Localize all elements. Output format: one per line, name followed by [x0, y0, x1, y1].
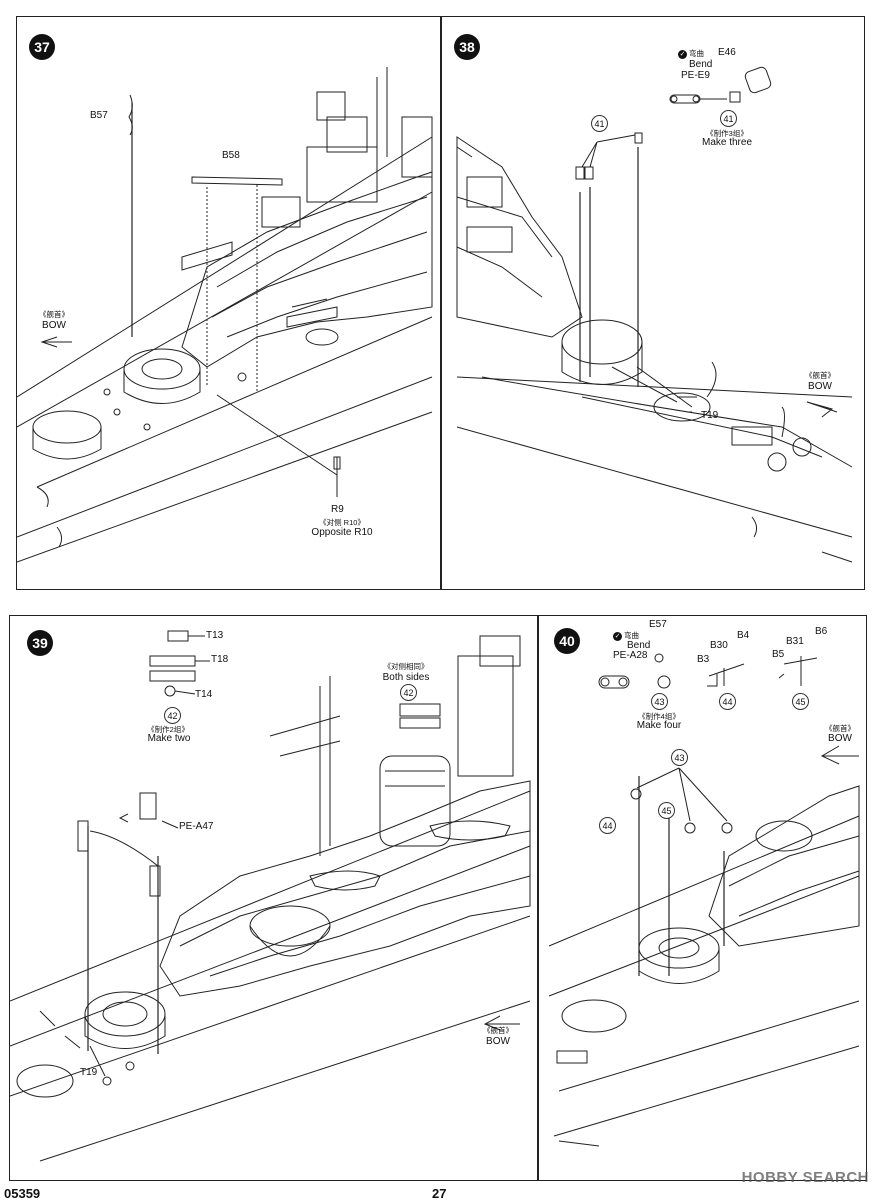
- bend-label-cn: ✓弯曲: [613, 631, 639, 641]
- step-40-panel: 40 ✓弯曲 Bend E57 PE-A28 43 《制作4组》 Make fo…: [538, 615, 867, 1181]
- part-label-b4: B4: [737, 630, 750, 641]
- bend-label-cn: ✓弯曲: [678, 49, 704, 59]
- sub-assembly-45: 45: [792, 693, 809, 710]
- callout-41: 41: [591, 115, 608, 132]
- watermark: HOBBY SEARCH: [741, 1169, 869, 1186]
- bow-label: BOW: [486, 1036, 510, 1047]
- part-label-e46: E46: [718, 47, 736, 58]
- page-number: 27: [432, 1186, 447, 1201]
- part-label-b6: B6: [815, 626, 828, 637]
- callout-45: 45: [658, 802, 675, 819]
- part-label-t18: T18: [211, 654, 229, 665]
- both-sides-label: Both sides: [382, 672, 430, 683]
- part-label-r9: R9: [331, 504, 344, 515]
- bend-label: Bend: [689, 59, 713, 70]
- bend-cn-text: 弯曲: [689, 49, 704, 58]
- bow-label: BOW: [808, 381, 832, 392]
- part-label-b57: B57: [90, 110, 108, 121]
- step-number: 37: [29, 34, 55, 60]
- sub-assembly-43: 43: [651, 693, 668, 710]
- step-number: 39: [27, 630, 53, 656]
- opposite-label: Opposite R10: [311, 527, 373, 538]
- make-label-cn: 《制作4组》: [638, 712, 680, 721]
- step-39-panel: 39 T13 T18 T14 42 《制作2组》 Make two 《对侧相同》…: [9, 615, 538, 1181]
- bend-icon: ✓: [613, 631, 622, 641]
- sub-assembly-42: 42: [164, 707, 181, 724]
- part-label-b5: B5: [772, 649, 785, 660]
- bow-label-cn: 《舰首》: [39, 310, 69, 319]
- bow-label: BOW: [42, 320, 66, 331]
- step-37-panel: 37 B57 B58 《舰首》 BOW R9 《对侧 R10》 Opposite…: [16, 16, 441, 590]
- step-37-drawing: [17, 67, 433, 563]
- bow-label-cn: 《舰首》: [805, 371, 835, 380]
- callout-44: 44: [599, 817, 616, 834]
- part-label-b30: B30: [710, 640, 728, 651]
- opposite-label-cn: 《对侧 R10》: [319, 518, 365, 527]
- part-label-b3: B3: [697, 654, 710, 665]
- sub-assembly-44: 44: [719, 693, 736, 710]
- callout-42: 42: [400, 684, 417, 701]
- step-39-drawing: [10, 630, 531, 1162]
- step-38-drawing: [456, 66, 853, 563]
- bow-label-cn: 《舰首》: [825, 724, 855, 733]
- bend-label: Bend: [627, 640, 651, 651]
- sub-assembly-41: 41: [720, 110, 737, 127]
- pe-label: PE-E9: [681, 70, 710, 81]
- callout-43: 43: [671, 749, 688, 766]
- make-label-cn: 《制作3组》: [706, 129, 748, 138]
- part-label-t19: T19: [701, 410, 719, 421]
- bow-label-cn: 《舰首》: [483, 1026, 513, 1035]
- bend-cn-text: 弯曲: [624, 631, 639, 640]
- product-code: 05359: [4, 1186, 41, 1201]
- make-label-cn: 《制作2组》: [147, 725, 189, 734]
- part-label-e57: E57: [649, 619, 667, 630]
- pe-label: PE-A28: [613, 650, 648, 661]
- part-label-t19: T19: [80, 1067, 98, 1078]
- part-label-t14: T14: [195, 689, 213, 700]
- part-label-b58: B58: [222, 150, 240, 161]
- bow-label: BOW: [828, 733, 852, 744]
- make-label: Make three: [701, 137, 753, 148]
- step-number: 40: [554, 628, 580, 654]
- part-label-t13: T13: [206, 630, 224, 641]
- step-number: 38: [454, 34, 480, 60]
- make-label: Make four: [636, 720, 682, 731]
- both-sides-label-cn: 《对侧相同》: [383, 662, 429, 671]
- part-label-b31: B31: [786, 636, 804, 647]
- bend-icon: ✓: [678, 49, 687, 59]
- step-38-panel: 38 ✓弯曲 Bend E46 PE-E9 41 《制作3组》 Make thr…: [441, 16, 865, 590]
- step-40-drawing: [548, 653, 860, 1147]
- pe-label: PE-A47: [179, 821, 214, 832]
- make-label: Make two: [147, 733, 191, 744]
